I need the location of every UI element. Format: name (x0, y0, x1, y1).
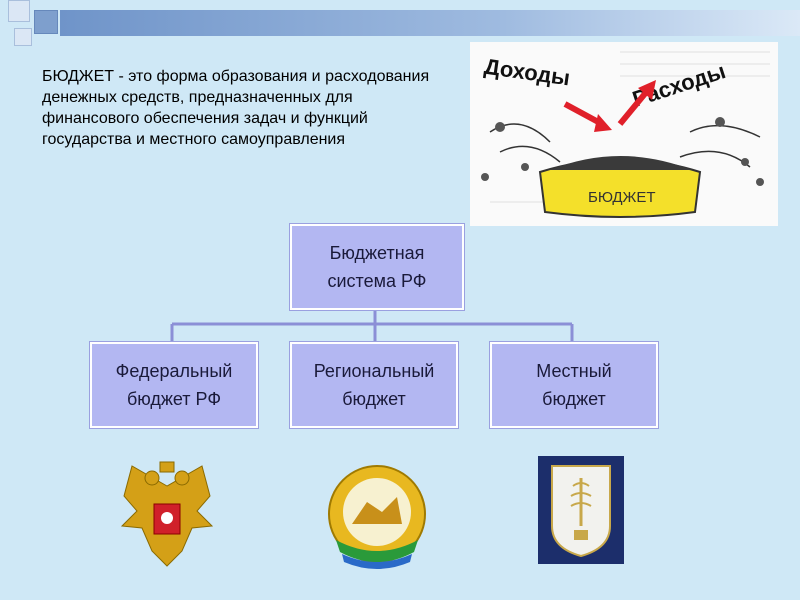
title-bar-decoration (60, 10, 800, 36)
node-label: Местный бюджет (536, 361, 612, 409)
diagram-root-budget-system: Бюджетная система РФ (290, 224, 464, 310)
bashkortostan-emblem-icon (328, 465, 426, 569)
decor-square (34, 10, 58, 34)
diagram-node-local-budget: Местный бюджет (490, 342, 658, 428)
decor-square (14, 28, 32, 46)
budget-illustration: Доходы Расходы БЮДЖЕТ (470, 42, 778, 226)
diagram-node-federal-budget: Федеральный бюджет РФ (90, 342, 258, 428)
municipal-coat-of-arms-icon (538, 456, 624, 564)
decor-square (8, 0, 30, 22)
budget-definition: БЮДЖЕТ - это форма образования и расходо… (42, 68, 430, 148)
root-label: Бюджетная система РФ (327, 243, 427, 291)
diagram-node-regional-budget: Региональный бюджет (290, 342, 458, 428)
node-label: Региональный бюджет (313, 361, 435, 409)
node-label: Федеральный бюджет РФ (115, 361, 233, 409)
budget-label: БЮДЖЕТ (588, 189, 656, 206)
russia-coat-of-arms-icon (120, 461, 214, 567)
